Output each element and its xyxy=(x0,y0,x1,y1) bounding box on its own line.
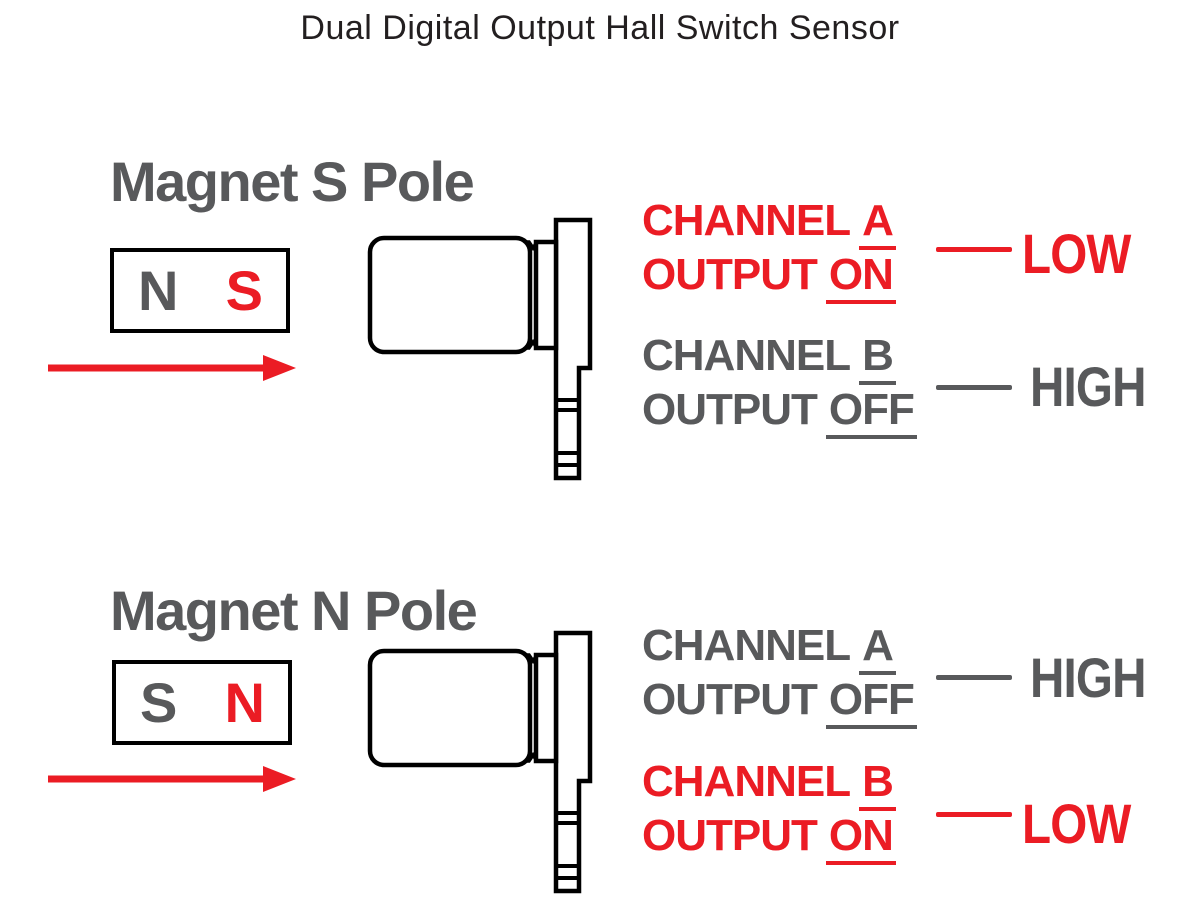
output-state-underlined: OFF xyxy=(825,678,917,729)
connector-dash xyxy=(936,247,1012,252)
output-state-underlined: OFF xyxy=(825,388,917,439)
connector-dash xyxy=(936,385,1012,390)
channel-letter-underlined: A xyxy=(859,624,896,675)
output-state-underlined: ON xyxy=(825,253,896,304)
section-heading-n-pole: Magnet N Pole xyxy=(110,579,478,642)
output-state-underlined: ON xyxy=(825,814,896,865)
connector-dash xyxy=(936,812,1012,817)
section-heading-s-pole: Magnet S Pole xyxy=(110,150,475,213)
logic-level-label: HIGH xyxy=(1030,355,1146,418)
magnet-pole-label-left: N xyxy=(138,258,178,322)
logic-level-label: LOW xyxy=(1022,792,1131,855)
magnet-pole-label-left: S xyxy=(140,670,177,734)
diagram-title: Dual Digital Output Hall Switch Sensor xyxy=(300,9,900,47)
field-direction-arrow-icon xyxy=(42,350,298,386)
channel-letter-underlined: A xyxy=(859,199,896,250)
magnet-pole-label-right: N xyxy=(224,670,265,734)
magnet-s-pole: N S xyxy=(110,248,290,333)
logic-level-label: LOW xyxy=(1022,222,1131,285)
hall-sensor-icon xyxy=(358,629,594,897)
field-direction-arrow-icon xyxy=(42,761,298,797)
magnet-n-pole: S N xyxy=(112,660,292,745)
channel-letter-underlined: B xyxy=(859,760,896,811)
hall-sensor-icon xyxy=(358,216,594,484)
magnet-pole-label-right: S xyxy=(225,258,263,322)
logic-level-label: HIGH xyxy=(1030,646,1146,709)
channel-letter-underlined: B xyxy=(859,334,896,385)
connector-dash xyxy=(936,675,1012,680)
